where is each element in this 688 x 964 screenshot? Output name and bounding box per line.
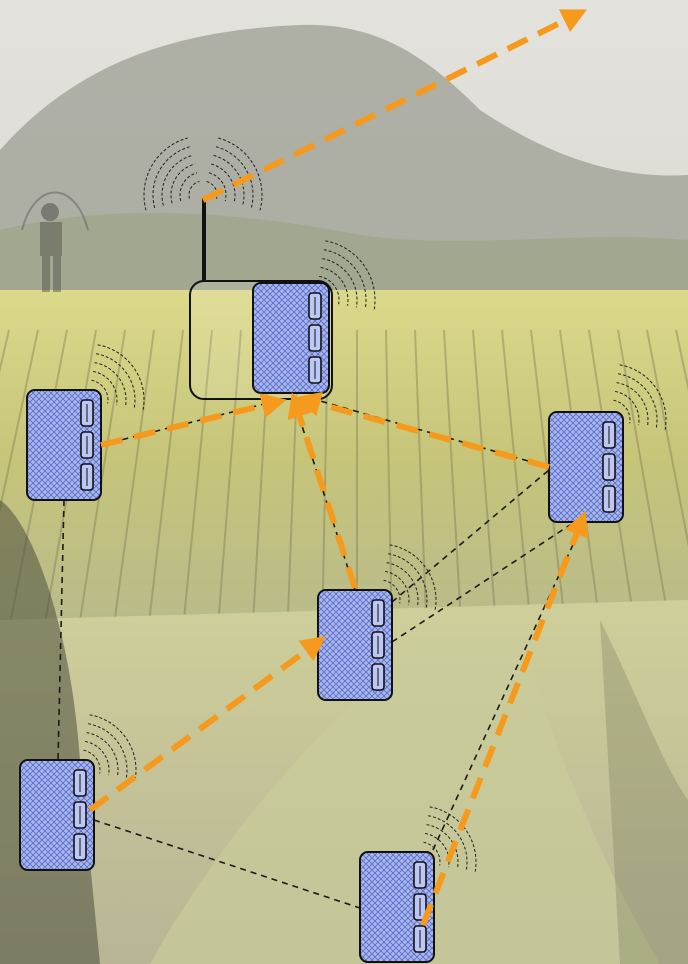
mote-bottom-left[interactable] bbox=[19, 759, 95, 871]
link-line bbox=[391, 524, 571, 643]
signal-arc bbox=[211, 163, 236, 204]
sensor-motes bbox=[19, 282, 624, 963]
vine-row bbox=[414, 329, 428, 641]
signal-arc bbox=[384, 570, 410, 606]
vine-row bbox=[472, 329, 498, 641]
signal-arc bbox=[208, 172, 227, 202]
signal-arc bbox=[170, 163, 195, 204]
vine-row bbox=[0, 329, 39, 514]
vine-row bbox=[617, 329, 673, 641]
routing-paths bbox=[88, 9, 589, 927]
route-arrow bbox=[88, 636, 327, 813]
link-line bbox=[100, 399, 281, 446]
signal-arc bbox=[213, 154, 245, 206]
vine-row bbox=[443, 329, 463, 641]
vine-shadow-right bbox=[600, 620, 688, 964]
link-line bbox=[93, 819, 361, 909]
vine-row bbox=[181, 329, 213, 641]
link-line bbox=[391, 469, 550, 603]
worker-figure bbox=[21, 191, 89, 292]
signal-arc bbox=[88, 723, 128, 779]
vine-row bbox=[146, 329, 184, 641]
signal-arc bbox=[322, 258, 358, 308]
signal-arc bbox=[83, 749, 101, 774]
signal-arc bbox=[96, 353, 136, 409]
vine-row bbox=[675, 329, 688, 392]
vine-row bbox=[385, 329, 393, 641]
mote-bottom[interactable] bbox=[359, 851, 435, 963]
vine-row bbox=[111, 329, 155, 641]
signal-arc bbox=[616, 382, 649, 427]
route-arrow bbox=[295, 391, 550, 470]
signal-arc bbox=[423, 841, 441, 866]
signal-arc bbox=[428, 815, 468, 871]
gateway-mote[interactable] bbox=[252, 282, 330, 394]
signal-arc bbox=[97, 344, 145, 410]
signal-arc bbox=[426, 824, 459, 869]
signal-arc bbox=[161, 154, 193, 206]
route-arrow bbox=[201, 9, 588, 203]
route-arrow bbox=[100, 393, 287, 448]
signal-arc bbox=[388, 553, 428, 609]
link-line bbox=[291, 394, 356, 591]
signal-arc bbox=[383, 579, 401, 604]
signal-arc bbox=[618, 373, 658, 429]
link-line bbox=[309, 397, 550, 468]
signal-arc bbox=[89, 714, 137, 780]
mote-right[interactable] bbox=[548, 411, 624, 523]
signal-arc bbox=[188, 180, 200, 199]
signal-arc bbox=[206, 180, 218, 199]
signal-arc bbox=[91, 379, 109, 404]
mote-center[interactable] bbox=[317, 589, 393, 701]
signal-arc bbox=[389, 544, 437, 610]
signal-arc bbox=[84, 740, 110, 776]
route-arrow bbox=[420, 510, 589, 927]
signal-arc bbox=[614, 390, 640, 426]
vine-row bbox=[646, 329, 688, 548]
signal-arc bbox=[92, 370, 118, 406]
signal-arc bbox=[619, 364, 667, 430]
signal-arc bbox=[613, 399, 631, 424]
signal-arc bbox=[424, 832, 450, 868]
signal-arc bbox=[325, 240, 376, 311]
vine-row bbox=[216, 329, 242, 641]
signal-arc bbox=[94, 362, 127, 407]
signal-arc bbox=[143, 137, 188, 211]
vine-row bbox=[501, 329, 533, 641]
signal-waves bbox=[83, 137, 667, 872]
signal-arc bbox=[320, 267, 349, 306]
signal-arc bbox=[429, 806, 477, 872]
signal-arc bbox=[386, 562, 419, 607]
mote-left[interactable] bbox=[26, 389, 102, 501]
signal-arc bbox=[218, 137, 263, 211]
signal-arc bbox=[179, 172, 198, 202]
signal-arc bbox=[86, 732, 119, 777]
signal-arc bbox=[323, 249, 367, 309]
path-grass bbox=[150, 640, 660, 964]
